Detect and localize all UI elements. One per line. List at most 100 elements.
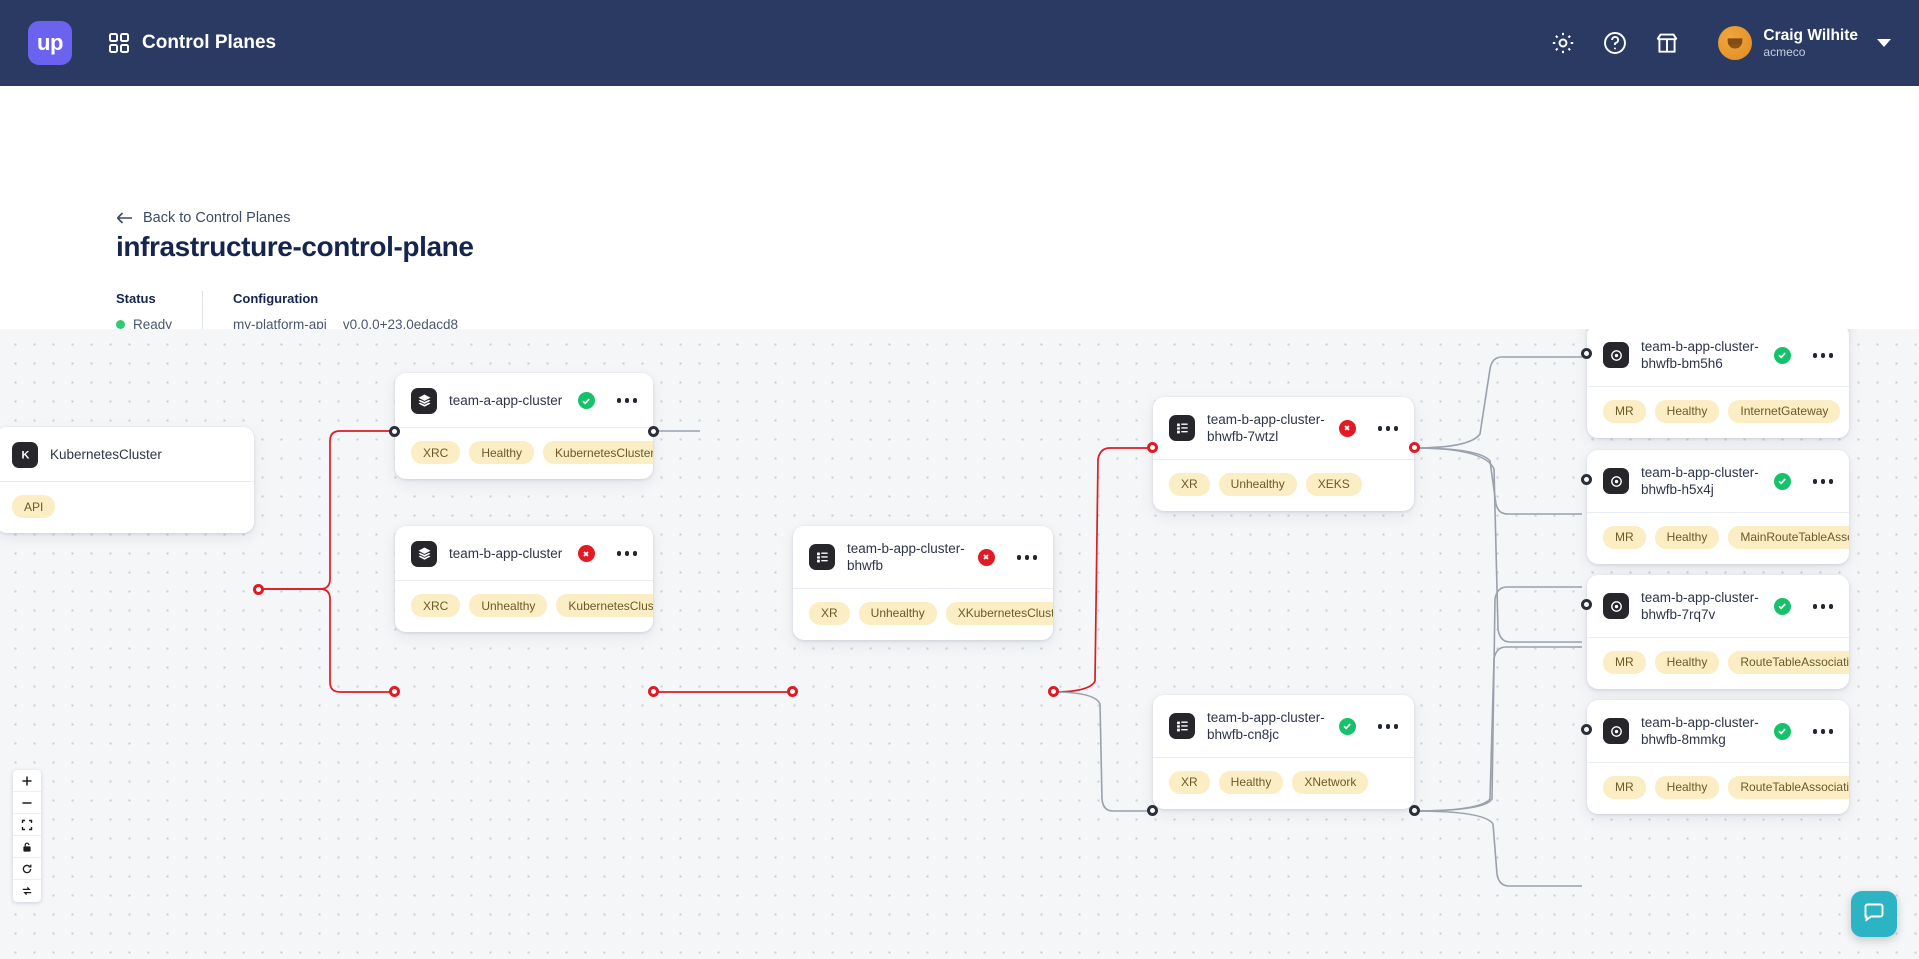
- nav-control-planes-section[interactable]: Control Planes: [108, 32, 276, 54]
- lock-icon[interactable]: [13, 836, 41, 858]
- tag-type: InternetGateway: [1728, 399, 1841, 423]
- composite-icon: [1169, 415, 1195, 442]
- node-header: team-b-app-cluster-bhwfb-h5x4j: [1587, 450, 1849, 512]
- logo-text: up: [37, 30, 63, 55]
- layers-icon: [411, 387, 437, 414]
- user-menu[interactable]: Craig Wilhite acmeco: [1718, 26, 1891, 60]
- fit-view-icon[interactable]: [13, 814, 41, 836]
- node-menu-button[interactable]: [1803, 475, 1836, 488]
- node-title: team-b-app-cluster-bhwfb-7rq7v: [1641, 590, 1759, 623]
- managed-resource-icon: [1603, 718, 1629, 745]
- status-healthy-icon: [1773, 597, 1791, 615]
- node-title: team-a-app-cluster: [449, 392, 563, 408]
- node-menu-button[interactable]: [607, 547, 640, 560]
- chat-widget-button[interactable]: [1851, 891, 1897, 937]
- status-label: Status: [116, 291, 156, 306]
- gear-icon[interactable]: [1550, 30, 1576, 56]
- tag-kind: XRC: [411, 594, 461, 617]
- node-title: team-b-app-cluster-bhwfb-8mmkg: [1641, 715, 1759, 748]
- back-to-control-planes-link[interactable]: Back to Control Planes: [116, 210, 291, 226]
- graph-node-team-b-app-cluster-bhwfb-8mmkg[interactable]: team-b-app-cluster-bhwfb-8mmkg MR Health…: [1587, 700, 1849, 814]
- node-menu-button[interactable]: [1803, 600, 1836, 613]
- svg-text:K: K: [21, 450, 29, 462]
- tag-health: Healthy: [1218, 770, 1284, 794]
- managed-resource-icon: [1603, 342, 1629, 369]
- node-menu-button[interactable]: [1007, 551, 1040, 564]
- refresh-icon[interactable]: [13, 880, 41, 902]
- graph-node-team-a-app-cluster[interactable]: team-a-app-cluster XRC Healthy Kubernete…: [395, 373, 653, 479]
- handle-team-a-app-cluster-left[interactable]: [389, 426, 400, 437]
- status-healthy-icon: [1773, 722, 1791, 740]
- graph-node-team-b-app-cluster-bhwfb-h5x4j[interactable]: team-b-app-cluster-bhwfb-h5x4j MR Health…: [1587, 450, 1849, 564]
- page-title: infrastructure-control-plane: [116, 231, 474, 262]
- user-name: Craig Wilhite: [1763, 26, 1858, 44]
- node-tags: MR Healthy InternetGateway: [1587, 387, 1849, 438]
- configuration-name: my-platform-api: [233, 317, 327, 332]
- graph-edges: [262, 356, 1582, 887]
- graph-node-team-b-app-cluster-bhwfb-7rq7v[interactable]: team-b-app-cluster-bhwfb-7rq7v MR Health…: [1587, 575, 1849, 689]
- status-healthy-icon: [1338, 717, 1356, 735]
- node-menu-button[interactable]: [1803, 725, 1836, 738]
- status-badge: Ready: [116, 317, 172, 332]
- configuration-label: Configuration: [233, 291, 319, 306]
- node-tags: XR Healthy XNetwork: [1153, 758, 1414, 809]
- status-block: Status Ready: [116, 291, 172, 332]
- zoom-in-icon[interactable]: [13, 770, 41, 792]
- node-header: team-b-app-cluster: [395, 526, 653, 580]
- handle-cn8jc-right[interactable]: [1409, 805, 1420, 816]
- node-menu-button[interactable]: [1368, 720, 1401, 733]
- node-header: team-b-app-cluster-bhwfb-7wtzl: [1153, 397, 1414, 459]
- handle-team-b-app-cluster-left[interactable]: [389, 686, 400, 697]
- tag-type: MainRouteTableAssociation: [1728, 525, 1849, 549]
- handle-kubernetescluster-right[interactable]: [253, 584, 264, 595]
- handle-7rq7v-left[interactable]: [1581, 599, 1592, 610]
- reset-icon[interactable]: [13, 858, 41, 880]
- tag-kind: XR: [809, 601, 850, 625]
- tag-kind: API: [12, 495, 56, 518]
- zoom-out-icon[interactable]: [13, 792, 41, 814]
- graph-node-kubernetescluster[interactable]: K KubernetesCluster API: [0, 427, 254, 533]
- control-plane-meta: Status Ready Configuration my-platform-a…: [116, 291, 458, 343]
- handle-7wtzl-left[interactable]: [1147, 442, 1158, 453]
- graph-node-team-b-app-cluster-bhwfb[interactable]: team-b-app-cluster-bhwfb XR Unhealthy XK…: [793, 526, 1053, 640]
- marketplace-icon[interactable]: [1654, 30, 1680, 56]
- resource-graph-canvas[interactable]: K KubernetesCluster API team-a-a: [0, 329, 1919, 959]
- graph-node-team-b-app-cluster-bhwfb-bm5h6[interactable]: team-b-app-cluster-bhwfb-bm5h6 MR Health…: [1587, 329, 1849, 438]
- chevron-down-icon[interactable]: [1877, 39, 1891, 47]
- handle-cn8jc-left[interactable]: [1147, 805, 1158, 816]
- graph-node-team-b-app-cluster-bhwfb-cn8jc[interactable]: team-b-app-cluster-bhwfb-cn8jc XR Health…: [1153, 695, 1414, 809]
- graph-node-team-b-app-cluster[interactable]: team-b-app-cluster XRC Unhealthy Kuberne…: [395, 526, 653, 632]
- handle-h5x4j-left[interactable]: [1581, 474, 1592, 485]
- node-tags: API: [0, 482, 254, 533]
- status-unhealthy-icon: [577, 545, 595, 562]
- handle-7wtzl-right[interactable]: [1409, 442, 1420, 453]
- node-title: KubernetesCluster: [50, 446, 162, 462]
- node-menu-button[interactable]: [1368, 422, 1401, 435]
- node-tags: XR Unhealthy XKubernetesCluster: [793, 589, 1053, 640]
- help-icon[interactable]: [1602, 30, 1628, 56]
- status-healthy-icon: [577, 392, 595, 409]
- meta-divider: [202, 291, 204, 343]
- upbound-logo[interactable]: up: [28, 21, 72, 65]
- tag-health: Unhealthy: [1218, 472, 1297, 496]
- tag-kind: XRC: [411, 441, 461, 464]
- handle-team-a-app-cluster-right[interactable]: [648, 426, 659, 437]
- node-divider: [1587, 511, 1849, 513]
- graph-node-team-b-app-cluster-bhwfb-7wtzl[interactable]: team-b-app-cluster-bhwfb-7wtzl XR Unheal…: [1153, 397, 1414, 511]
- handle-team-b-app-cluster-right[interactable]: [648, 686, 659, 697]
- tag-health: Unhealthy: [858, 601, 937, 625]
- handle-bm5h6-left[interactable]: [1581, 348, 1592, 359]
- node-header: team-b-app-cluster-bhwfb-bm5h6: [1587, 329, 1849, 386]
- grid-icon: [108, 32, 130, 54]
- handle-bhwfb-right[interactable]: [1048, 686, 1059, 697]
- configuration-value: my-platform-api v0.0.0+23.0edacd8: [233, 317, 458, 332]
- handle-8mmkg-left[interactable]: [1581, 724, 1592, 735]
- node-divider: [793, 587, 1053, 589]
- status-value: Ready: [133, 317, 173, 332]
- node-header: team-b-app-cluster-bhwfb-7rq7v: [1587, 575, 1849, 637]
- node-menu-button[interactable]: [1803, 349, 1836, 362]
- node-menu-button[interactable]: [607, 394, 640, 407]
- tag-kind: XR: [1169, 770, 1210, 794]
- tag-health: Unhealthy: [469, 594, 548, 617]
- handle-bhwfb-left[interactable]: [787, 686, 798, 697]
